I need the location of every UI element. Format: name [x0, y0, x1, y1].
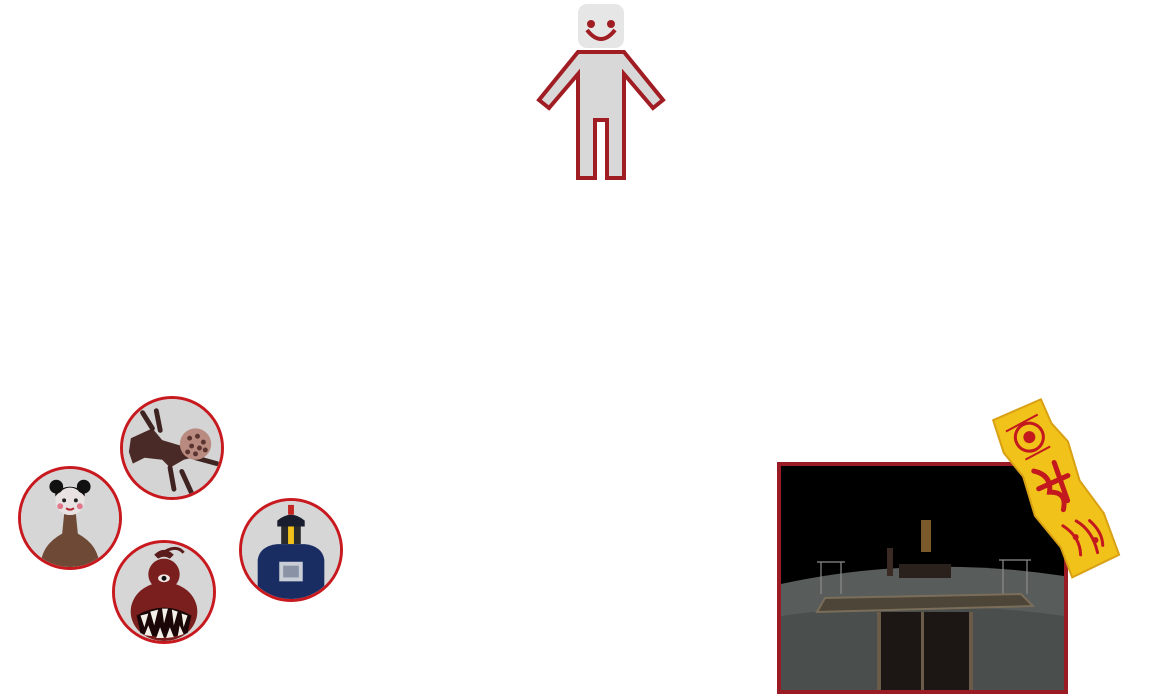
enemy-jiangshi-button[interactable]	[239, 498, 343, 602]
gourd-monster-icon	[115, 543, 213, 641]
jiangshi-robe-icon	[242, 501, 340, 599]
room-preview[interactable]	[777, 462, 1068, 694]
talisman-icon[interactable]	[991, 392, 1122, 582]
vase-doll-icon	[21, 469, 119, 567]
enemy-gourd-button[interactable]	[112, 540, 216, 644]
player-figure-icon[interactable]	[536, 2, 666, 182]
enemy-crawler-button[interactable]	[120, 396, 224, 500]
temple-room-preview	[781, 466, 1064, 690]
crawling-ghoul-icon	[123, 399, 221, 497]
enemy-doll-button[interactable]	[18, 466, 122, 570]
